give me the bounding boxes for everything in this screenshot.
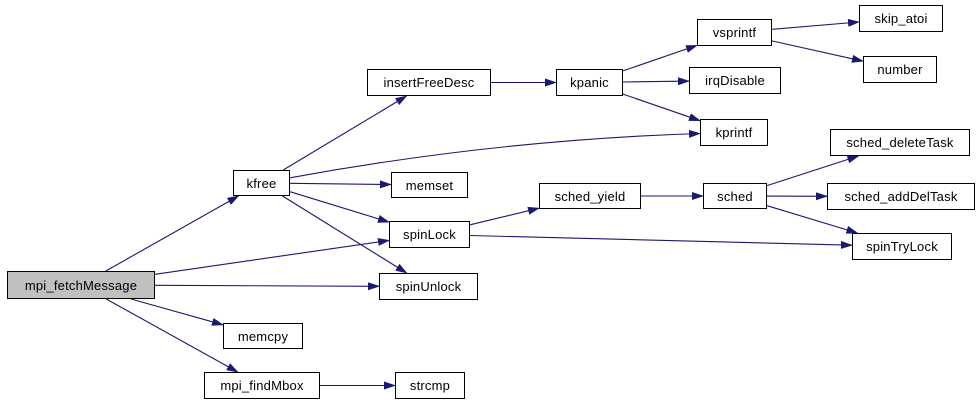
edge-kfree-to-spinUnlock	[282, 195, 408, 274]
node-label: sched	[717, 188, 753, 204]
edge-mpi_fetchMessage-to-mpi_findMbox	[105, 298, 239, 373]
node-memcpy[interactable]: memcpy	[223, 323, 303, 349]
edge-kpanic-to-kprintf	[622, 93, 701, 122]
edge-mpi_fetchMessage-to-spinUnlock	[154, 282, 380, 291]
node-label: vsprintf	[712, 25, 757, 40]
node-skip_atoi[interactable]: skip_atoi	[859, 5, 943, 32]
edge-mpi_fetchMessage-to-memcpy	[130, 298, 224, 326]
node-label: sched_deleteTask	[846, 135, 954, 150]
node-label: mpi_findMbox	[220, 378, 304, 393]
node-spinLock[interactable]: spinLock	[389, 221, 470, 248]
node-label: kprintf	[715, 125, 753, 140]
node-label: spinTryLock	[866, 239, 938, 254]
edge-kpanic-to-irqDisable	[622, 77, 690, 86]
node-kprintf[interactable]: kprintf	[700, 119, 768, 146]
node-kfree[interactable]: kfree	[233, 170, 290, 196]
edge-kfree-to-spinLock	[289, 191, 390, 223]
node-label: insertFreeDesc	[383, 75, 475, 90]
node-sched_deleteTask[interactable]: sched_deleteTask	[830, 129, 970, 156]
edge-kfree-to-insertFreeDesc	[282, 95, 408, 171]
edge-sched-to-sched_deleteTask	[766, 155, 860, 187]
node-kpanic[interactable]: kpanic	[556, 69, 623, 96]
edge-kpanic-to-vsprintf	[622, 44, 698, 72]
edge-mpi_fetchMessage-to-spinLock	[154, 238, 390, 275]
node-label: sched_addDelTask	[844, 189, 958, 204]
node-label: skip_atoi	[874, 11, 928, 26]
node-sched_yield[interactable]: sched_yield	[539, 183, 641, 209]
node-spinUnlock[interactable]: spinUnlock	[379, 273, 478, 300]
node-memset[interactable]: memset	[391, 172, 468, 198]
node-strcmp[interactable]: strcmp	[395, 372, 465, 399]
edge-spinLock-to-sched_yield	[469, 206, 540, 226]
node-label: sched_yield	[554, 188, 626, 204]
node-mpi_findMbox[interactable]: mpi_findMbox	[204, 372, 320, 399]
edge-mpi_fetchMessage-to-kfree	[105, 195, 240, 272]
node-label: memcpy	[237, 328, 289, 344]
node-label: spinLock	[403, 227, 456, 242]
node-label: number	[877, 62, 923, 77]
node-irqDisable[interactable]: irqDisable	[689, 67, 781, 94]
node-label: kpanic	[570, 75, 609, 90]
edge-kfree-to-memset	[289, 180, 392, 189]
node-sched[interactable]: sched	[703, 183, 767, 209]
node-label: spinUnlock	[395, 279, 462, 294]
node-mpi_fetchMessage: mpi_fetchMessage	[7, 271, 155, 299]
node-number[interactable]: number	[863, 56, 937, 83]
edge-vsprintf-to-number	[771, 40, 864, 63]
edge-sched-to-spinTryLock	[766, 205, 859, 234]
edge-vsprintf-to-skip_atoi	[771, 18, 860, 30]
node-spinTryLock[interactable]: spinTryLock	[852, 233, 952, 260]
edge-kfree-to-kprintf	[289, 129, 701, 179]
edge-spinLock-to-spinTryLock	[469, 234, 853, 249]
node-label: kfree	[246, 175, 277, 191]
node-insertFreeDesc[interactable]: insertFreeDesc	[367, 69, 491, 96]
node-label: strcmp	[409, 378, 451, 393]
node-label: mpi_fetchMessage	[24, 277, 138, 293]
node-vsprintf[interactable]: vsprintf	[697, 19, 772, 46]
node-label: memset	[405, 177, 454, 193]
node-label: irqDisable	[705, 73, 765, 88]
node-sched_addDelTask[interactable]: sched_addDelTask	[827, 183, 975, 210]
